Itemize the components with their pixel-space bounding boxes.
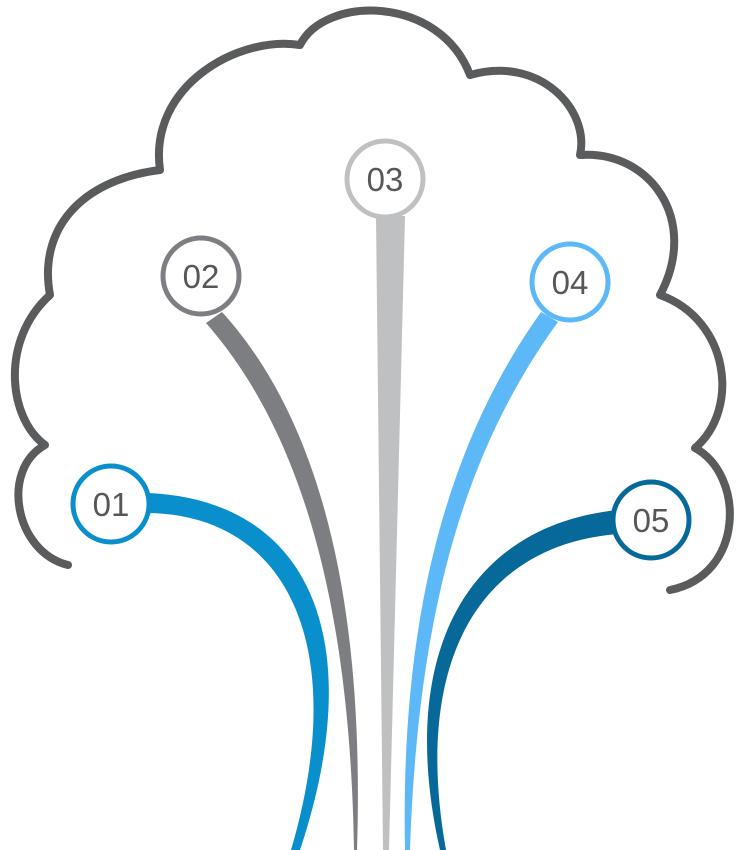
- branch-03: [376, 216, 405, 850]
- branch-05: [427, 510, 618, 850]
- branch-01: [148, 493, 329, 850]
- node-03-label: 03: [367, 161, 404, 198]
- node-05-circle: [610, 479, 692, 561]
- node-05-label: 05: [633, 502, 670, 539]
- node-03-circle: [344, 138, 426, 220]
- node-01: 01: [70, 463, 152, 545]
- node-03: 03: [344, 138, 426, 220]
- branches: [148, 216, 618, 850]
- node-02-label: 02: [183, 258, 220, 295]
- branch-02: [206, 312, 358, 850]
- node-04-circle: [529, 241, 611, 323]
- node-01-label: 01: [93, 486, 130, 523]
- tree-crown-outline: [10, 6, 734, 594]
- node-02-circle: [160, 235, 242, 317]
- branch-04: [404, 312, 558, 850]
- node-02: 02: [160, 235, 242, 317]
- node-04-label: 04: [552, 264, 589, 301]
- node-01-circle: [70, 463, 152, 545]
- node-05: 05: [610, 479, 692, 561]
- node-04: 04: [529, 241, 611, 323]
